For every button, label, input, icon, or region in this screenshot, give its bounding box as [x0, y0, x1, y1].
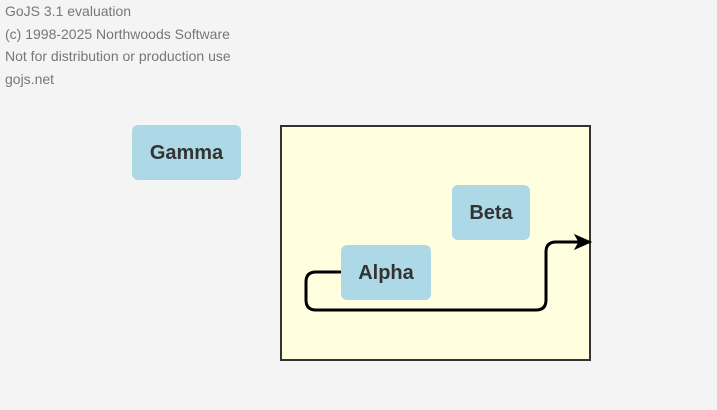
node-beta-label: Beta	[469, 202, 513, 224]
watermark-line: GoJS 3.1 evaluation	[5, 3, 132, 19]
node-gamma-label: Gamma	[150, 142, 224, 164]
node-gamma-shape	[132, 125, 241, 180]
evaluation-watermark: GoJS 3.1 evaluation (c) 1998-2025 Northw…	[5, 0, 231, 90]
group-container[interactable]	[280, 125, 591, 361]
node-alpha-shape	[341, 245, 431, 300]
watermark-line: Not for distribution or production use	[5, 48, 231, 64]
node-beta[interactable]: Beta	[452, 185, 530, 240]
node-alpha-label: Alpha	[358, 262, 414, 284]
node-gamma[interactable]: Gamma	[132, 125, 241, 180]
link-path[interactable]	[304, 240, 582, 312]
arrowhead-icon	[573, 233, 593, 251]
watermark-line: (c) 1998-2025 Northwoods Software	[5, 25, 230, 42]
node-beta-shape	[452, 185, 530, 240]
link-alpha-to-group[interactable]	[304, 233, 593, 312]
node-alpha[interactable]: Alpha	[341, 245, 431, 300]
watermark-line: gojs.net	[5, 70, 55, 87]
